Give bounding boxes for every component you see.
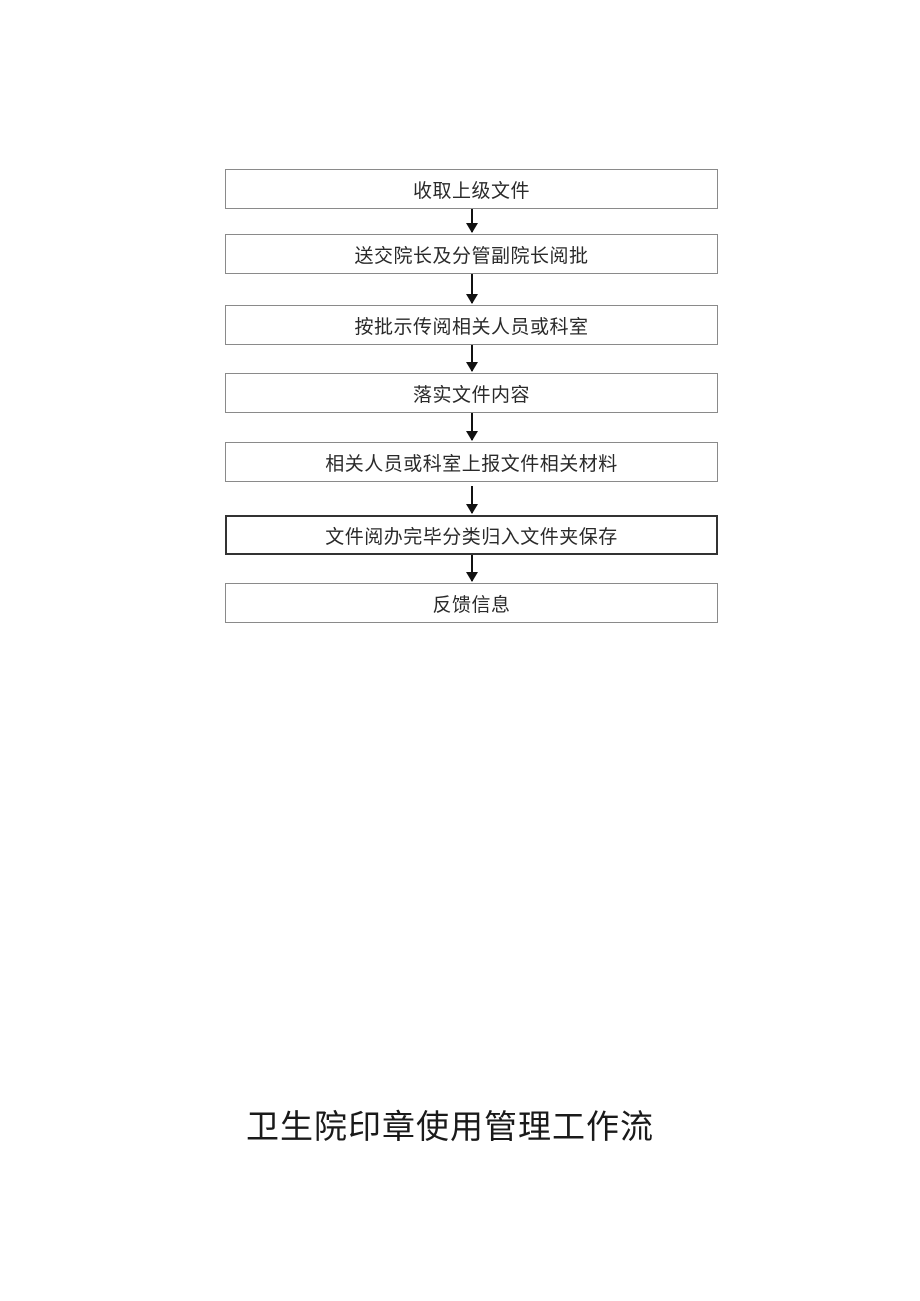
- arrow-down-icon: [466, 345, 478, 372]
- step-label: 相关人员或科室上报文件相关材料: [325, 452, 618, 475]
- arrow-down-icon: [466, 413, 478, 441]
- flow-step-archive: 文件阅办完毕分类归入文件夹保存: [225, 515, 718, 555]
- step-label: 文件阅办完毕分类归入文件夹保存: [325, 525, 618, 548]
- step-label: 按批示传阅相关人员或科室: [354, 315, 589, 338]
- flow-step-implement: 落实文件内容: [225, 373, 718, 413]
- step-label: 收取上级文件: [412, 179, 530, 202]
- step-label: 送交院长及分管副院长阅批: [354, 244, 589, 267]
- flow-step-feedback: 反馈信息: [225, 583, 718, 623]
- arrow-down-icon: [466, 274, 478, 304]
- arrow-down-icon: [466, 555, 478, 582]
- flow-step-circulate: 按批示传阅相关人员或科室: [225, 305, 718, 345]
- section-title: 卫生院印章使用管理工作流: [246, 1107, 654, 1146]
- arrow-down-icon: [466, 209, 478, 233]
- arrow-down-icon: [466, 486, 478, 514]
- step-label: 落实文件内容: [412, 383, 530, 406]
- flow-step-receive-documents: 收取上级文件: [225, 169, 718, 209]
- flow-step-report-materials: 相关人员或科室上报文件相关材料: [225, 442, 718, 482]
- step-label: 反馈信息: [432, 593, 511, 616]
- flow-step-submit-for-approval: 送交院长及分管副院长阅批: [225, 234, 718, 274]
